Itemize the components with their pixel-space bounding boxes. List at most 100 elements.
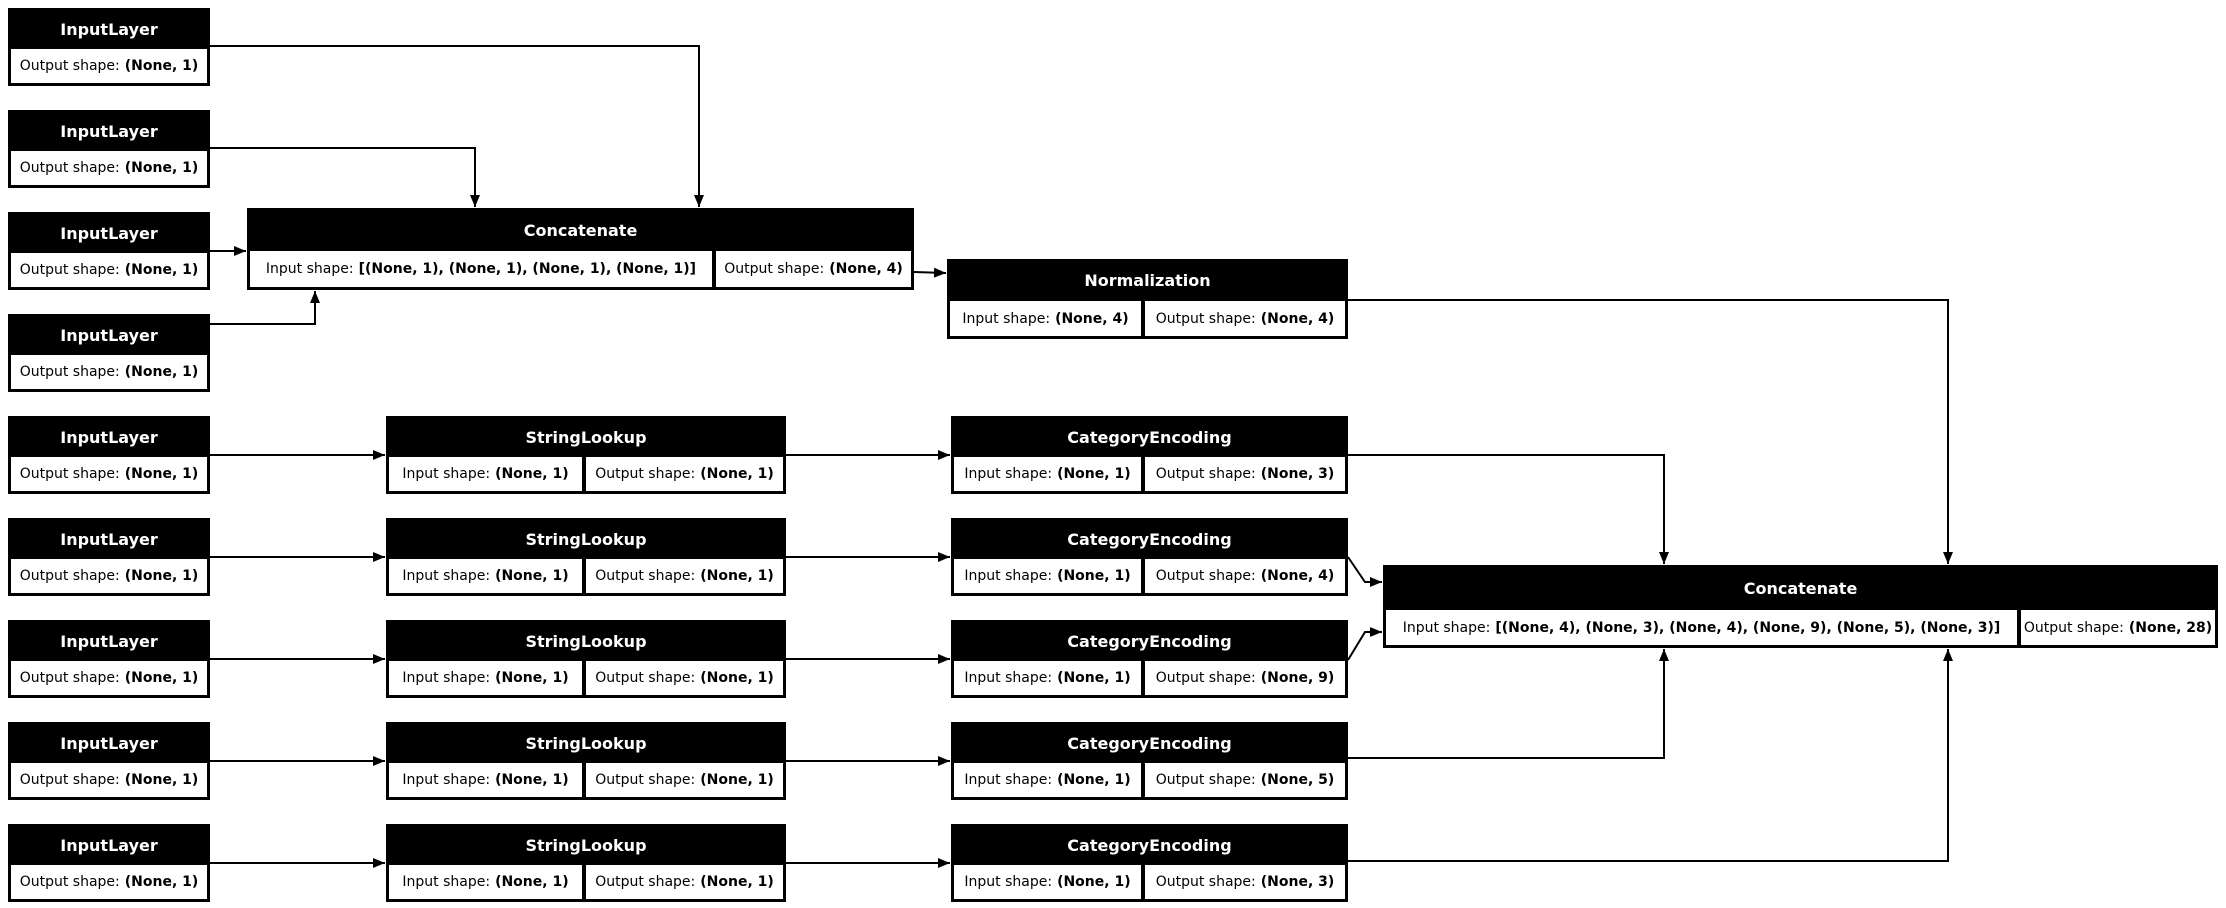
shape-cell: Output shape:(None, 4): [715, 250, 912, 288]
shape-label: Output shape:: [1155, 568, 1256, 584]
layer-title: CategoryEncoding: [1067, 427, 1232, 447]
edge-ce4-concat2: [1348, 649, 1669, 759]
shape-cell: Output shape:(None, 1): [585, 558, 784, 594]
layer-shape-row: Input shape:(None, 1)Output shape:(None,…: [388, 660, 784, 696]
shape-value: (None, 4): [1260, 568, 1335, 584]
edge-norm-concat2: [1348, 299, 1953, 564]
shape-value: (None, 1): [495, 568, 569, 584]
layer-shape-row: Input shape:(None, 1)Output shape:(None,…: [953, 456, 1346, 492]
layer-shape-row: Output shape:(None, 1): [10, 660, 208, 696]
shape-label: Input shape:: [402, 466, 491, 482]
shape-label: Input shape:: [964, 772, 1053, 788]
shape-value: (None, 4): [1260, 310, 1335, 327]
shape-value: (None, 1): [124, 874, 199, 890]
shape-cell: Output shape:(None, 1): [585, 762, 784, 798]
shape-cell: Output shape:(None, 1): [10, 252, 208, 288]
shape-label: Input shape:: [402, 670, 491, 686]
layer-shape-row: Output shape:(None, 1): [10, 48, 208, 84]
shape-value: (None, 1): [124, 58, 199, 74]
shape-cell: Input shape:(None, 1): [388, 456, 583, 492]
shape-label: Input shape:: [402, 874, 491, 890]
layer-title: StringLookup: [525, 835, 647, 855]
shape-label: Output shape:: [1155, 466, 1256, 482]
shape-cell: Input shape:[(None, 1), (None, 1), (None…: [249, 250, 713, 288]
layer-title: StringLookup: [525, 631, 647, 651]
shape-label: Input shape:: [964, 874, 1053, 890]
shape-cell: Output shape:(None, 1): [10, 558, 208, 594]
layer-shape-row: Input shape:(None, 1)Output shape:(None,…: [953, 660, 1346, 696]
shape-cell: Output shape:(None, 1): [10, 456, 208, 492]
shape-cell: Input shape:(None, 1): [388, 660, 583, 696]
edge-concat1-norm: [913, 267, 947, 278]
shape-cell: Output shape:(None, 1): [10, 660, 208, 696]
shape-value: (None, 5): [1260, 772, 1335, 788]
shape-label: Output shape:: [19, 874, 120, 890]
layer-title: StringLookup: [525, 529, 647, 549]
shape-label: Output shape:: [19, 670, 120, 686]
shape-label: Output shape:: [2023, 619, 2124, 636]
edge-ce5-concat2: [1348, 649, 1953, 862]
shape-cell: Input shape:(None, 1): [953, 864, 1142, 900]
shape-value: (None, 3): [1260, 874, 1335, 890]
shape-cell: Input shape:(None, 1): [953, 558, 1142, 594]
layer-title: Concatenate: [1743, 578, 1858, 598]
shape-value: (None, 1): [124, 568, 199, 584]
shape-cell: Input shape:(None, 1): [953, 456, 1142, 492]
shape-value: (None, 3): [1260, 466, 1335, 482]
shape-value: (None, 1): [1057, 772, 1131, 788]
shape-value: (None, 1): [124, 772, 199, 788]
layer-shape-row: Input shape:(None, 1)Output shape:(None,…: [388, 456, 784, 492]
shape-cell: Output shape:(None, 9): [1144, 660, 1346, 696]
shape-label: Output shape:: [595, 670, 696, 686]
shape-value: (None, 1): [1057, 466, 1131, 482]
layer-title: CategoryEncoding: [1067, 835, 1232, 855]
shape-cell: Output shape:(None, 1): [10, 150, 208, 186]
shape-value: (None, 1): [1057, 568, 1131, 584]
layer-shape-row: Input shape:(None, 1)Output shape:(None,…: [388, 762, 784, 798]
shape-value: [(None, 1), (None, 1), (None, 1), (None,…: [358, 261, 697, 277]
shape-value: (None, 1): [1057, 874, 1131, 890]
shape-label: Output shape:: [595, 874, 696, 890]
layer-shape-row: Input shape:(None, 1) Output shape:(None,…: [388, 558, 784, 594]
shape-cell: Output shape:(None, 1): [585, 660, 784, 696]
edge-ce1-concat2: [1348, 454, 1669, 564]
shape-value: (None, 1): [124, 466, 199, 482]
layer-title: CategoryEncoding: [1067, 733, 1232, 753]
shape-label: Input shape:: [402, 568, 491, 584]
layer-title: InputLayer: [60, 631, 158, 651]
shape-label: Output shape:: [1155, 670, 1256, 686]
layer-shape-row: Input shape:(None, 1)Output shape:(None,…: [388, 864, 784, 900]
layer-shape-row: Output shape:(None, 1): [10, 150, 208, 186]
layer-shape-row: Input shape:[(None, 4), (None, 3), (None…: [1385, 609, 2216, 646]
shape-label: Output shape:: [19, 466, 120, 482]
shape-value: (None, 1): [495, 466, 569, 482]
shape-value: (None, 1): [495, 772, 569, 788]
shape-label: Output shape:: [1155, 874, 1256, 890]
layer-title: InputLayer: [60, 19, 158, 39]
edge-il1-concat1: [210, 45, 704, 207]
shape-cell: Input shape:(None, 1): [388, 762, 583, 798]
shape-cell: Input shape:(None, 4): [949, 300, 1142, 337]
shape-value: (None, 1): [700, 772, 774, 788]
shape-label: Input shape:: [964, 670, 1053, 686]
shape-cell: Input shape:(None, 1): [953, 660, 1142, 696]
shape-cell: Output shape:(None, 1): [10, 354, 208, 390]
edge-il2-concat1: [210, 147, 480, 207]
shape-label: Output shape:: [19, 568, 120, 584]
shape-cell: Output shape:(None, 4): [1144, 558, 1346, 594]
shape-cell: Output shape:(None, 28): [2020, 609, 2216, 646]
